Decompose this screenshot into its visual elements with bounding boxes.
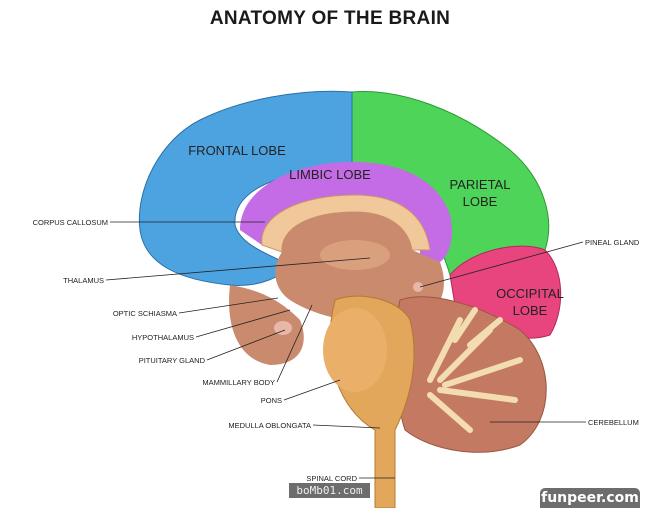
label-mammillary-body: MAMMILLARY BODY: [202, 378, 275, 387]
label-corpus-callosum: CORPUS CALLOSUM: [33, 218, 108, 227]
label-thalamus: THALAMUS: [63, 276, 104, 285]
label-spinal-cord: SPINAL CORD: [306, 474, 357, 483]
label-medulla-oblongata: MEDULLA OBLONGATA: [228, 421, 311, 430]
label-pons: PONS: [261, 396, 282, 405]
leader-lines: [105, 221, 586, 479]
parietal-lobe-label-2: LOBE: [463, 194, 498, 209]
pineal-gland: [413, 282, 423, 292]
occipital-lobe-label-2: LOBE: [513, 303, 548, 318]
label-hypothalamus: HYPOTHALAMUS: [132, 333, 194, 342]
frontal-lobe: [138, 90, 353, 286]
pituitary-gland: [274, 321, 292, 335]
occipital-lobe-label-1: OCCIPITAL: [496, 286, 564, 301]
label-cerebellum: CEREBELLUM: [588, 418, 639, 427]
pons: [323, 308, 387, 392]
label-pineal-gland: PINEAL GLAND: [585, 238, 640, 247]
limbic-lobe-label: LIMBIC LOBE: [289, 167, 371, 182]
diagram-title: ANATOMY OF THE BRAIN: [209, 8, 451, 29]
label-optic-chiasma: OPTIC SCHIASMA: [113, 309, 177, 318]
watermark-funpeer: funpeer.com: [540, 488, 640, 508]
arbor-vitae: [427, 307, 523, 433]
label-pituitary-gland: PITUITARY GLAND: [139, 356, 206, 365]
parietal-lobe-label-1: PARIETAL: [450, 177, 511, 192]
temporal-region: [229, 285, 304, 365]
thalamus: [320, 240, 390, 270]
frontal-lobe-label: FRONTAL LOBE: [188, 143, 286, 158]
watermark-bomb01: boMb01.com: [289, 483, 370, 498]
limbic-lobe: [240, 161, 452, 262]
